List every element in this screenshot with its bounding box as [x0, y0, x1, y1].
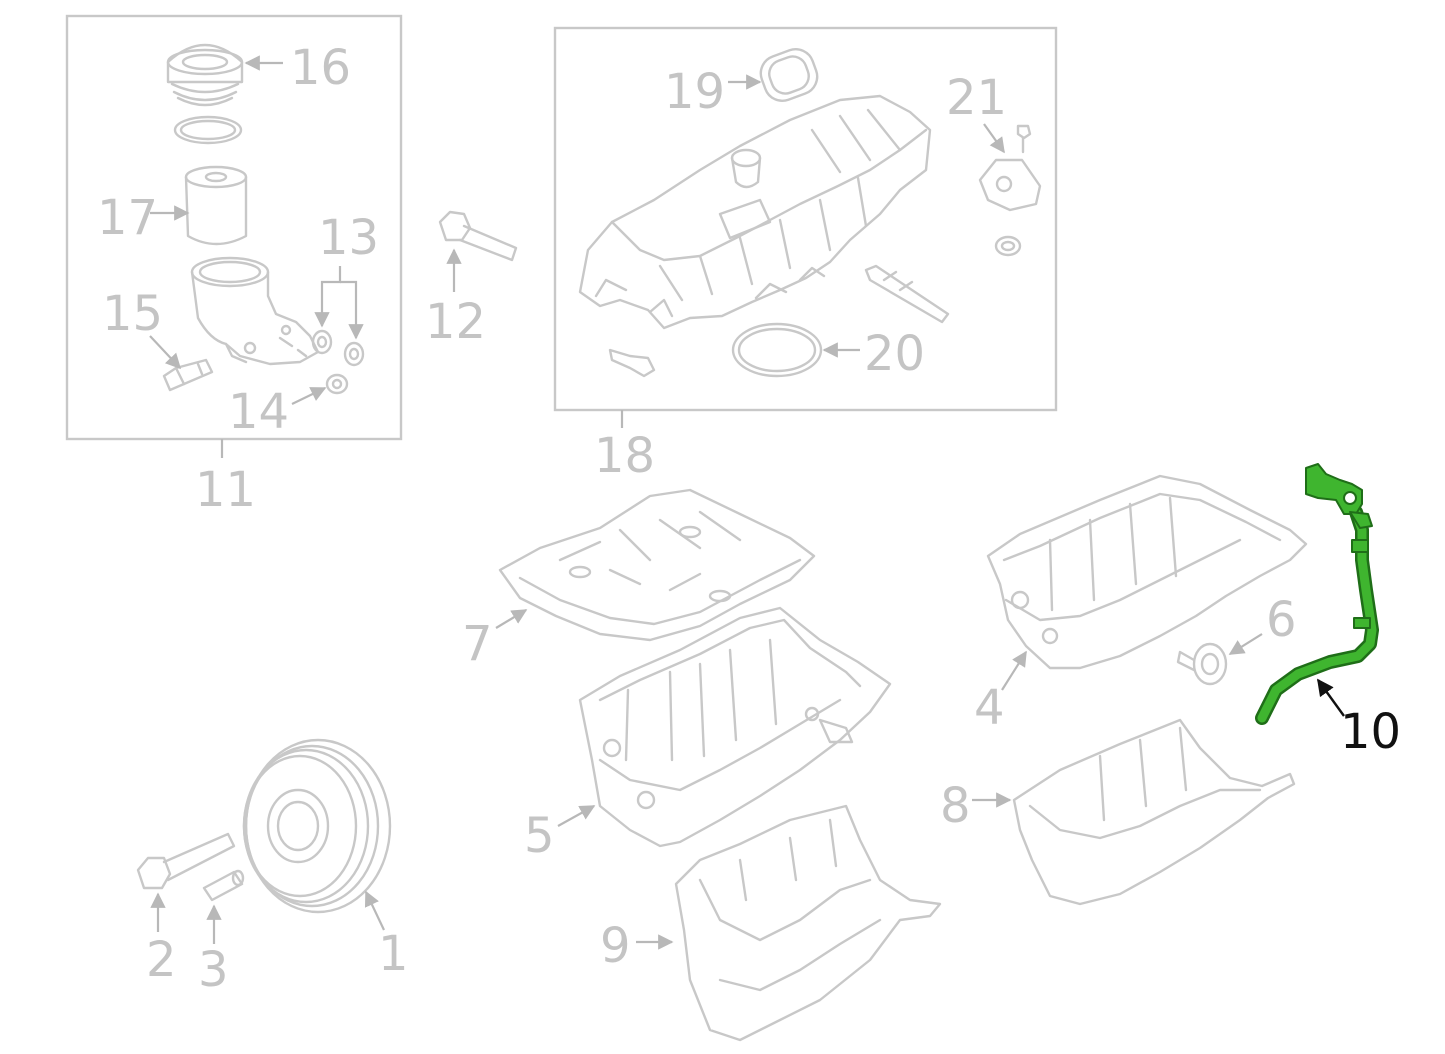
part-3-dowel[interactable]: [202, 869, 245, 902]
callout-6: 6: [1266, 592, 1297, 648]
part-19-gasket[interactable]: [756, 44, 822, 106]
part-7-baffle[interactable]: [498, 488, 816, 642]
part-16-filter-cap[interactable]: [166, 43, 244, 107]
dipstick-collar-lower: [1353, 617, 1371, 629]
part-9-shield[interactable]: [674, 804, 942, 1042]
callout-9: 9: [600, 918, 631, 974]
callout-18: 18: [594, 428, 655, 484]
part-5-upper-oil-pan[interactable]: [578, 606, 892, 848]
callout-16: 16: [290, 40, 351, 96]
dipstick-bracket-hole: [1343, 491, 1357, 505]
dipstick-handle: [1349, 511, 1373, 529]
part-13-seals[interactable]: [311, 329, 365, 367]
callout-5: 5: [524, 808, 555, 864]
callout-1: 1: [378, 926, 409, 982]
part-6-drain-plug[interactable]: [1176, 642, 1228, 686]
part-12-bolt[interactable]: [438, 210, 518, 262]
cap-o-ring: [173, 115, 243, 145]
callout-4: 4: [974, 680, 1005, 736]
dipstick-collar: [1351, 539, 1369, 553]
group-box-11: [65, 14, 403, 441]
group-box-18: [553, 26, 1058, 412]
part-10-dipstick-tube[interactable]: [1255, 463, 1379, 725]
callout-11: 11: [195, 462, 256, 518]
part-1-pulley[interactable]: [242, 738, 392, 914]
callout-13: 13: [318, 210, 379, 266]
part-21-sensor[interactable]: [978, 124, 1042, 257]
part-14-washer[interactable]: [325, 373, 349, 395]
manifold-bolt: [608, 348, 656, 378]
leader-10: [1317, 678, 1345, 717]
part-20-gasket[interactable]: [731, 322, 823, 378]
callout-8: 8: [940, 778, 971, 834]
callout-7: 7: [462, 616, 493, 672]
callout-21: 21: [946, 70, 1007, 126]
filter-housing: [190, 256, 320, 366]
callout-19: 19: [664, 64, 725, 120]
callout-14: 14: [228, 384, 289, 440]
callout-2: 2: [146, 932, 177, 988]
part-2-bolt[interactable]: [136, 832, 236, 890]
callout-17: 17: [97, 190, 158, 246]
part-15-sensor[interactable]: [162, 358, 214, 392]
dipstick-bracket: [1305, 463, 1363, 515]
callout-12: 12: [425, 294, 486, 350]
part-17-filter-element[interactable]: [184, 165, 248, 246]
part-8-lower-cover[interactable]: [1012, 718, 1296, 906]
callout-10: 10: [1340, 704, 1401, 760]
callout-3: 3: [198, 942, 229, 998]
intake-manifold: [578, 94, 932, 330]
part-4-oil-pan[interactable]: [986, 474, 1308, 670]
callout-15: 15: [102, 286, 163, 342]
callout-20: 20: [864, 326, 925, 382]
manifold-stud: [864, 264, 950, 324]
